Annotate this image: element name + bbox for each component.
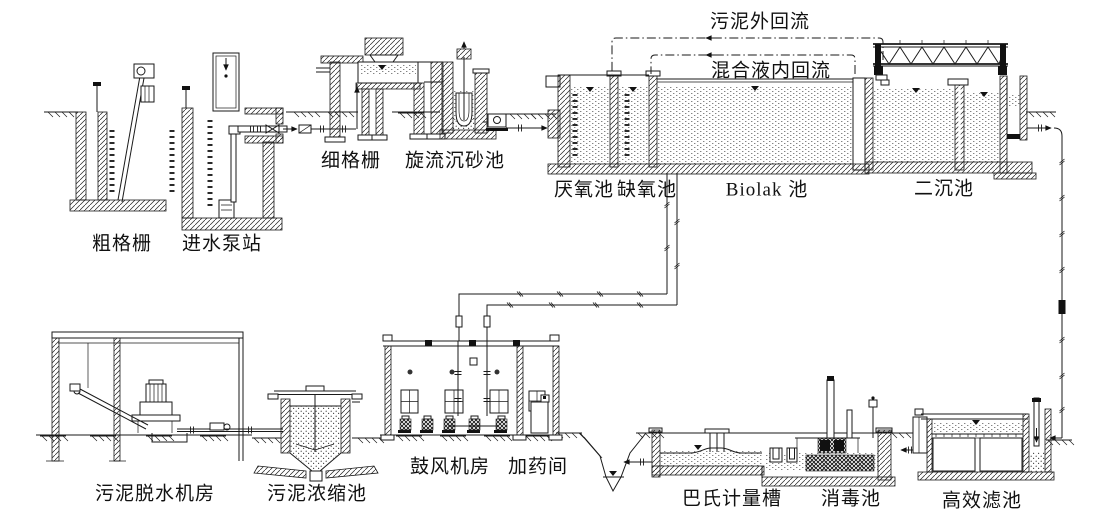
label-anoxic-tank: 缺氧池: [616, 179, 678, 201]
label-coarse-screen: 粗格栅: [91, 233, 153, 255]
sludge-dewatering-room-unit: [46, 331, 283, 462]
sludge-thickener-unit: [253, 385, 379, 482]
secondary-clarifier-unit: [864, 40, 1037, 180]
vortex-grit-chamber-unit: [439, 41, 508, 140]
label-biolak-tank: Biolak 池: [725, 179, 809, 201]
coarse-screen-unit: [69, 63, 175, 212]
effluent-line: [1027, 124, 1066, 441]
outfall-ditch: [562, 432, 660, 493]
dosing-room-unit: [528, 390, 550, 434]
external-sludge-return-line: [611, 35, 884, 74]
inlet-pump-station-unit: [181, 52, 288, 231]
bio-tank-unit: [545, 70, 874, 175]
label-dosing-room: 加药间: [507, 456, 569, 478]
label-sludge-dewatering-room: 污泥脱水机房: [94, 483, 216, 505]
fine-screen-unit: [316, 37, 446, 143]
label-inlet-pump-station: 进水泵站: [181, 233, 263, 255]
label-secondary-clarifier: 二沉池: [913, 178, 975, 200]
label-anaerobic-tank: 厌氧池: [553, 179, 615, 201]
disinfection-tank-unit: [761, 376, 896, 487]
label-fine-screen: 细格栅: [320, 150, 382, 172]
parshall-flume-unit: [648, 427, 892, 478]
blower-room-unit: [380, 334, 563, 441]
label-external-sludge-return: 污泥外回流: [709, 11, 811, 33]
ground-lines-bottom: [36, 432, 1075, 446]
label-disinfection-tank: 消毒池: [820, 488, 882, 510]
label-parshall-flume: 巴氏计量槽: [681, 488, 783, 510]
label-internal-mixed-liquor-return: 混合液内回流: [710, 60, 832, 82]
high-efficiency-filter-unit: [912, 397, 1055, 481]
label-high-efficiency-filter: 高效滤池: [941, 490, 1023, 512]
label-sludge-thickener: 污泥浓缩池: [266, 483, 368, 505]
label-vortex-grit-chamber: 旋流沉砂池: [404, 150, 506, 172]
label-blower-room: 鼓风机房: [409, 456, 491, 478]
outfall-arrow: [623, 458, 652, 466]
blower-units: [398, 415, 508, 433]
air-supply-lines: [455, 173, 680, 341]
internal-mixed-liquor-return-line: [650, 52, 856, 74]
